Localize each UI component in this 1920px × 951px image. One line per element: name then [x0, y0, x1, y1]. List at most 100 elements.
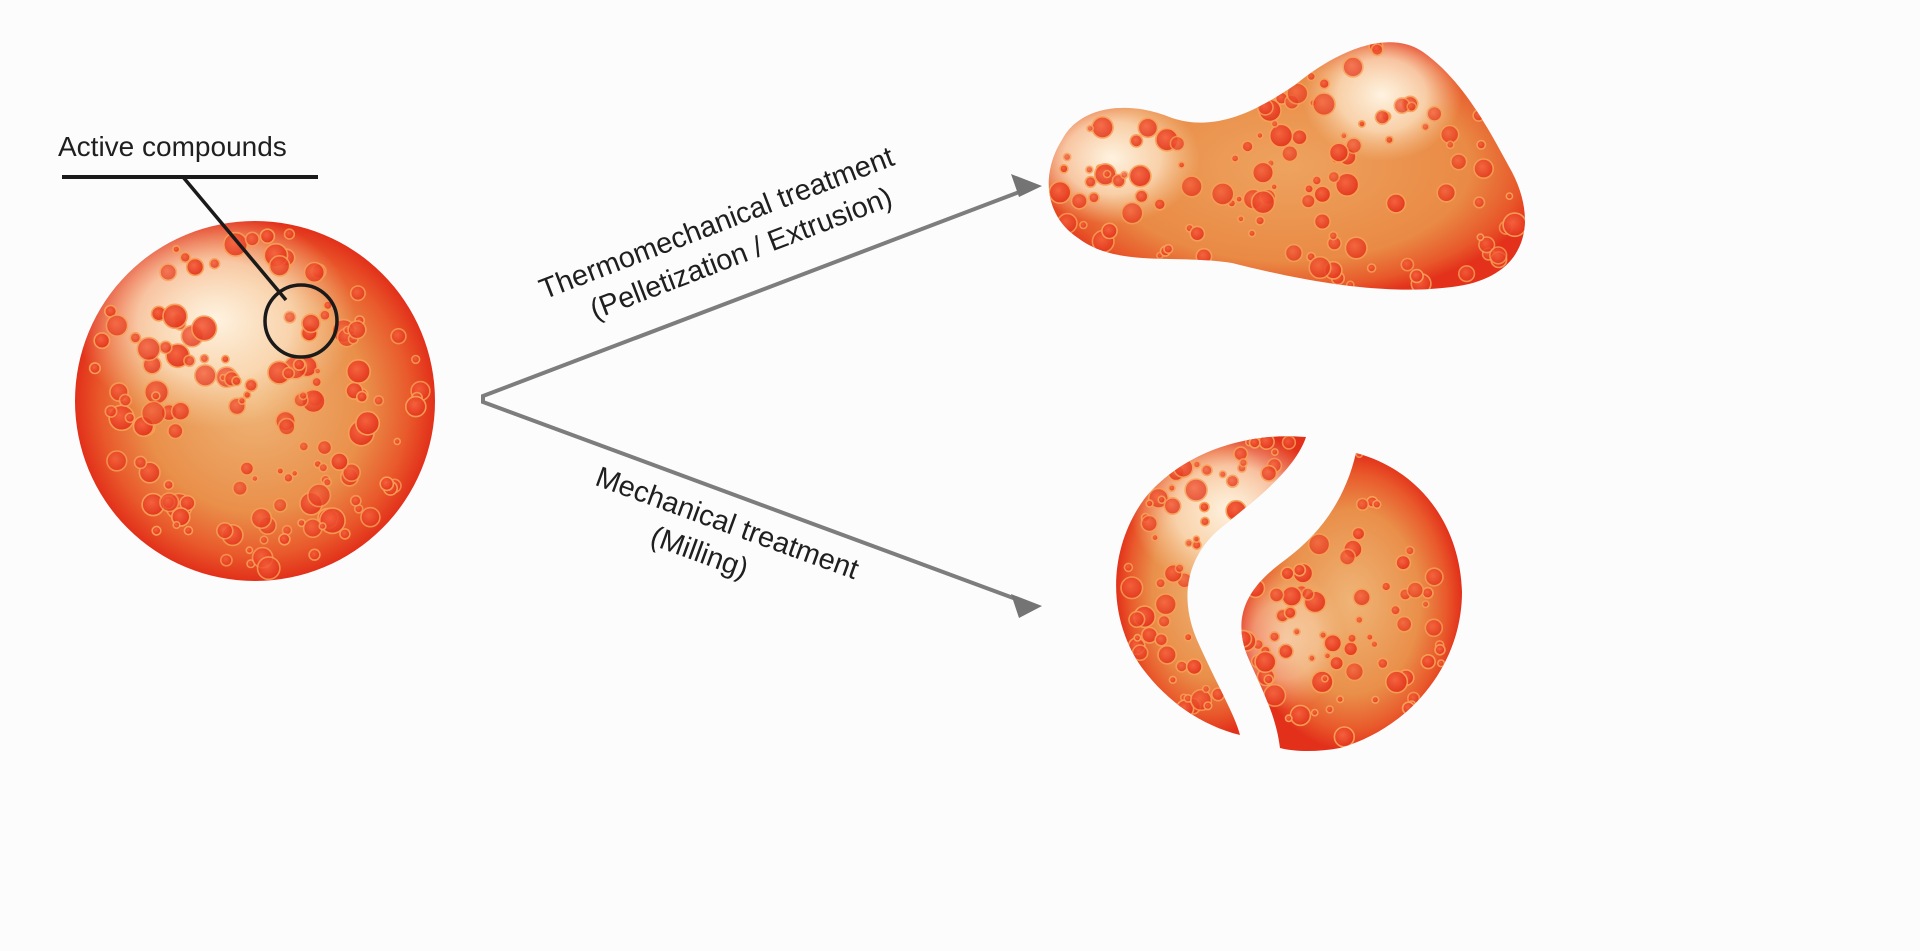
active-compound-dot	[183, 354, 196, 368]
active-compound-dot	[1140, 514, 1159, 533]
active-compound-dot	[1334, 172, 1360, 197]
active-compound-dot	[244, 378, 258, 393]
active-compound-dot	[1168, 675, 1178, 684]
active-compound-dot	[313, 367, 322, 375]
active-compound-dot	[1307, 533, 1331, 556]
active-compound-dot	[1185, 658, 1203, 676]
active-compound-dot	[256, 556, 281, 581]
active-compound-dot	[133, 455, 148, 470]
active-compound-dot	[1270, 119, 1279, 128]
active-compound-dot	[1235, 195, 1243, 203]
active-compound-dot	[1210, 181, 1235, 206]
active-compound-dot	[379, 476, 395, 492]
active-compound-dot	[1400, 257, 1415, 272]
active-compound-dot	[1157, 614, 1171, 629]
active-compound-dot	[1473, 158, 1495, 180]
active-compound-dot	[129, 331, 142, 344]
active-compound-dot	[1366, 263, 1377, 273]
active-compound-dot	[1128, 610, 1146, 629]
active-compound-dot	[283, 310, 297, 324]
active-compound-dot	[105, 314, 129, 338]
active-compound-dot	[1241, 140, 1254, 153]
active-compound-dot	[118, 393, 133, 407]
active-compound-dot	[1169, 135, 1186, 152]
active-compound-dot	[93, 332, 111, 350]
active-compound-dot	[88, 362, 101, 375]
active-compound-dot	[1321, 674, 1329, 683]
active-compound-dot	[1385, 193, 1407, 214]
active-compound-dot	[1203, 701, 1213, 711]
active-compound-dot	[308, 548, 321, 561]
active-compound-dot	[1376, 657, 1389, 670]
active-compound-dot	[183, 525, 194, 536]
active-compound-dot	[1325, 705, 1334, 714]
active-compound-dot	[259, 228, 276, 244]
active-compound-dot	[1328, 230, 1339, 241]
active-compound-dot	[283, 228, 296, 240]
active-compound-dot	[277, 417, 296, 436]
active-compound-dot	[283, 472, 294, 484]
active-compound-dot	[1254, 650, 1277, 674]
active-compound-dot	[1151, 533, 1159, 542]
active-compound-dot	[1263, 674, 1274, 685]
active-compound-dot	[1157, 495, 1166, 505]
active-compound-dot	[170, 401, 191, 422]
active-compound-dot	[1308, 654, 1316, 663]
active-compound-dot	[1218, 470, 1227, 479]
active-compound-dot	[355, 410, 381, 436]
active-compounds-callout: Active compounds	[58, 131, 339, 359]
active-compound-dot	[1436, 659, 1446, 668]
active-compound-dot	[1436, 182, 1457, 203]
active-compound-dot	[151, 391, 161, 401]
active-compound-dot	[1145, 499, 1154, 508]
active-compound-dot	[167, 422, 184, 440]
active-compound-dot	[1268, 587, 1285, 603]
active-compound-dot	[268, 254, 291, 277]
active-compound-dot	[303, 261, 326, 284]
active-compound-dot	[1153, 198, 1167, 211]
active-compound-dot	[159, 492, 180, 513]
active-compound-dot	[1420, 653, 1436, 670]
active-compound-dot	[1338, 548, 1357, 566]
active-compound-dot	[1292, 627, 1301, 636]
active-compound-dot	[1084, 175, 1097, 188]
active-compound-dot	[259, 535, 269, 545]
active-compound-dot	[1424, 618, 1444, 638]
active-compound-dot	[172, 245, 181, 254]
active-compound-dot	[322, 477, 333, 487]
active-compound-dot	[1241, 629, 1253, 648]
active-compound-dot	[1195, 247, 1213, 265]
active-compound-dot	[1421, 122, 1430, 132]
active-compound-dot	[311, 376, 323, 388]
active-compound-dot	[298, 390, 308, 401]
active-compound-dot	[1344, 661, 1365, 682]
active-compound-dot	[1268, 631, 1281, 643]
active-compound-dot	[1371, 695, 1380, 704]
active-compound-dot	[1355, 497, 1370, 512]
active-compound-dot	[1304, 183, 1315, 194]
active-compound-dot	[1488, 246, 1508, 265]
active-compound-dot	[1245, 578, 1266, 599]
active-compound-dot	[1120, 201, 1144, 225]
active-compound-dot	[1128, 164, 1152, 188]
active-compound-dot	[1129, 133, 1144, 148]
active-compound-dot	[1062, 152, 1072, 162]
active-compound-dot	[124, 412, 136, 424]
active-compound-dot	[1258, 436, 1275, 451]
active-compound-dot	[1401, 701, 1416, 716]
active-compound-dot	[1406, 581, 1425, 599]
active-compound-dot	[1177, 161, 1186, 169]
active-compound-dot	[159, 263, 178, 282]
active-compound-dot	[1154, 632, 1169, 647]
active-compound-dot	[1313, 212, 1331, 231]
active-compound-dot	[1374, 109, 1391, 125]
active-compound-dot	[404, 395, 427, 418]
active-compound-dot	[1445, 140, 1455, 150]
active-compound-dot	[329, 452, 349, 472]
active-compound-dot	[1328, 142, 1350, 163]
active-compound-dot	[1167, 483, 1176, 492]
active-compound-dot	[1250, 189, 1276, 215]
active-compound-dot	[1409, 268, 1424, 284]
active-compound-dot	[1478, 236, 1496, 254]
